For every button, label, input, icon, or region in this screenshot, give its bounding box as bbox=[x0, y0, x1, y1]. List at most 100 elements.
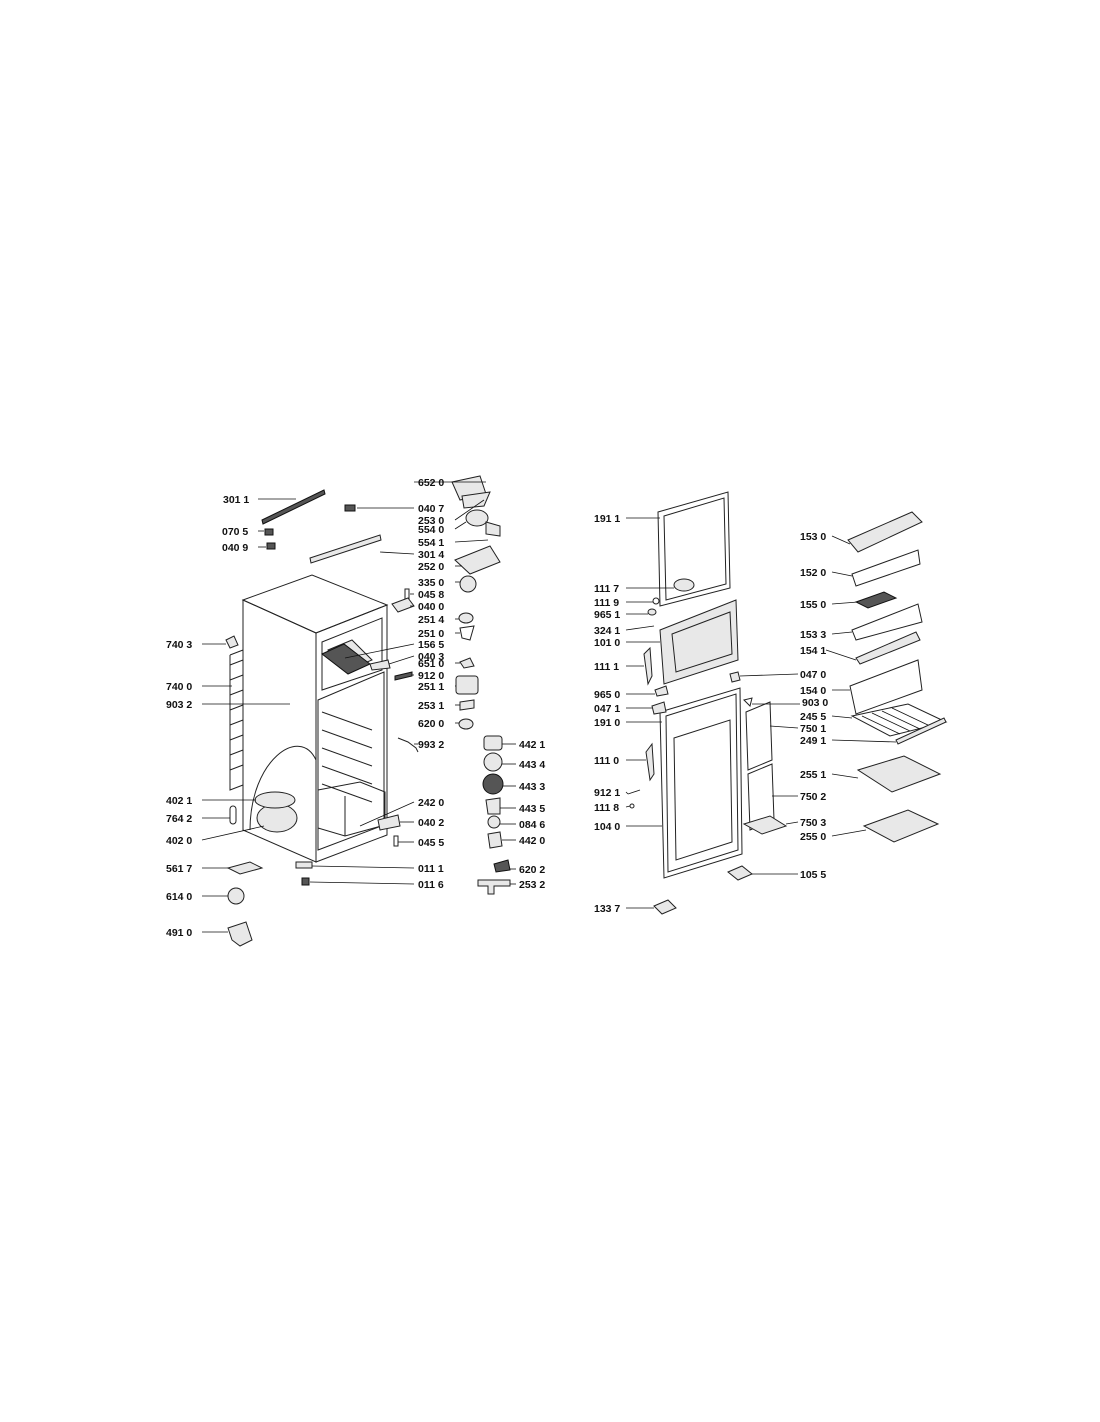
fan-blade bbox=[482, 773, 504, 795]
butter-lid bbox=[847, 511, 923, 553]
shelf-rail-1 bbox=[321, 711, 373, 731]
glass-shelf bbox=[856, 755, 942, 793]
part-label: 253 0 bbox=[418, 515, 444, 527]
motor-mount bbox=[487, 831, 503, 849]
part-label: 750 2 bbox=[800, 791, 826, 803]
part-label: 402 0 bbox=[166, 835, 192, 847]
hinge-clip-right bbox=[743, 697, 753, 707]
shelf-rail-2 bbox=[321, 729, 373, 749]
door-pin bbox=[627, 789, 641, 795]
damper bbox=[493, 859, 511, 873]
part-label: 070 5 bbox=[222, 526, 248, 538]
part-label: 443 3 bbox=[519, 781, 545, 793]
part-label: 651 0 bbox=[418, 658, 444, 670]
part-label: 443 5 bbox=[519, 803, 545, 815]
door-foot bbox=[653, 899, 677, 915]
part-label: 965 0 bbox=[594, 689, 620, 701]
freezer-bracket bbox=[639, 625, 655, 629]
part-label: 652 0 bbox=[418, 477, 444, 489]
starter-relay bbox=[227, 887, 245, 905]
part-label: 903 0 bbox=[802, 697, 828, 709]
part-label: 154 0 bbox=[800, 685, 826, 697]
fridge-compartment bbox=[317, 671, 385, 851]
coil-clip bbox=[225, 635, 239, 649]
part-label: 442 0 bbox=[519, 835, 545, 847]
connector-b bbox=[394, 671, 413, 681]
part-label: 040 3 bbox=[418, 651, 444, 663]
condenser-coil bbox=[229, 649, 244, 791]
part-label: 324 1 bbox=[594, 625, 620, 637]
part-label: 111 8 bbox=[594, 802, 619, 814]
compressor-outline bbox=[249, 745, 317, 831]
part-label: 301 1 bbox=[223, 494, 249, 506]
compressor-relay bbox=[254, 791, 296, 809]
shelf-rail-5 bbox=[321, 783, 373, 803]
part-label: 111 1 bbox=[594, 661, 619, 673]
grommet bbox=[458, 718, 474, 730]
thermostat-knob-ring bbox=[465, 509, 489, 527]
duct-grille bbox=[742, 815, 788, 835]
left-labels: 301 1 070 5 040 9 740 3 740 0 903 2 402 … bbox=[166, 494, 249, 939]
part-label: 764 2 bbox=[166, 813, 192, 825]
part-label: 104 0 bbox=[594, 821, 620, 833]
part-label: 040 9 bbox=[222, 542, 248, 554]
clip-small-b bbox=[266, 542, 276, 550]
part-label: 040 2 bbox=[418, 817, 444, 829]
compressor-foot bbox=[226, 861, 264, 875]
part-label: 040 7 bbox=[418, 503, 444, 515]
fuse bbox=[459, 699, 475, 711]
part-label: 255 1 bbox=[800, 769, 826, 781]
thermostat-bracket bbox=[461, 491, 491, 509]
center-right-labels: 442 1 443 4 443 3 443 5 084 6 442 0 620 … bbox=[519, 739, 545, 891]
part-label: 255 0 bbox=[800, 831, 826, 843]
part-label: 554 0 bbox=[418, 524, 444, 536]
part-label: 561 7 bbox=[166, 863, 192, 875]
part-label: 620 2 bbox=[519, 864, 545, 876]
compressor-cover bbox=[227, 921, 253, 947]
part-label: 011 1 bbox=[418, 863, 444, 875]
part-label: 740 0 bbox=[166, 681, 192, 693]
part-label: 249 1 bbox=[800, 735, 826, 747]
part-label: 965 1 bbox=[594, 609, 620, 621]
part-label: 242 0 bbox=[418, 797, 444, 809]
freezer-icetray bbox=[673, 578, 695, 592]
part-label: 614 0 bbox=[166, 891, 192, 903]
fan-housing bbox=[483, 735, 503, 751]
freezer-gasket bbox=[657, 491, 731, 607]
fridge-door-liner bbox=[673, 719, 733, 861]
freezer-compartment bbox=[321, 617, 383, 691]
shelf-divider bbox=[855, 631, 921, 665]
part-label: 245 5 bbox=[800, 711, 826, 723]
wire-shelf bbox=[850, 703, 948, 737]
cabinet-group bbox=[225, 475, 511, 947]
washer bbox=[487, 815, 501, 829]
part-label: 402 1 bbox=[166, 795, 192, 807]
hinge-clip bbox=[344, 504, 356, 512]
part-label: 153 3 bbox=[800, 629, 826, 641]
part-label: 191 1 bbox=[594, 513, 620, 525]
part-label: 301 4 bbox=[418, 549, 444, 561]
clip-small-a bbox=[264, 528, 274, 536]
shelf-rail-4 bbox=[321, 765, 373, 785]
door-clip bbox=[729, 671, 741, 683]
plug-cap bbox=[647, 608, 657, 616]
part-label: 047 1 bbox=[594, 703, 620, 715]
part-label: 251 1 bbox=[418, 681, 444, 693]
door-bracket-b bbox=[651, 701, 667, 715]
part-label: 620 0 bbox=[418, 718, 444, 730]
part-label: 903 2 bbox=[166, 699, 192, 711]
part-label: 491 0 bbox=[166, 927, 192, 939]
shelf-rail-3 bbox=[321, 747, 373, 767]
fan-bracket bbox=[485, 797, 501, 815]
base-pad bbox=[295, 861, 313, 869]
door-shelf-upper bbox=[851, 603, 923, 641]
crisper-cover bbox=[862, 809, 940, 843]
part-label: 133 7 bbox=[594, 903, 620, 915]
part-label: 111 0 bbox=[594, 755, 619, 767]
crisper-drawer bbox=[317, 781, 386, 837]
knob-housing bbox=[485, 521, 501, 537]
part-label: 011 6 bbox=[418, 879, 444, 891]
part-label: 912 0 bbox=[418, 670, 444, 682]
part-label: 156 5 bbox=[418, 639, 444, 651]
part-label: 111 7 bbox=[594, 583, 619, 595]
